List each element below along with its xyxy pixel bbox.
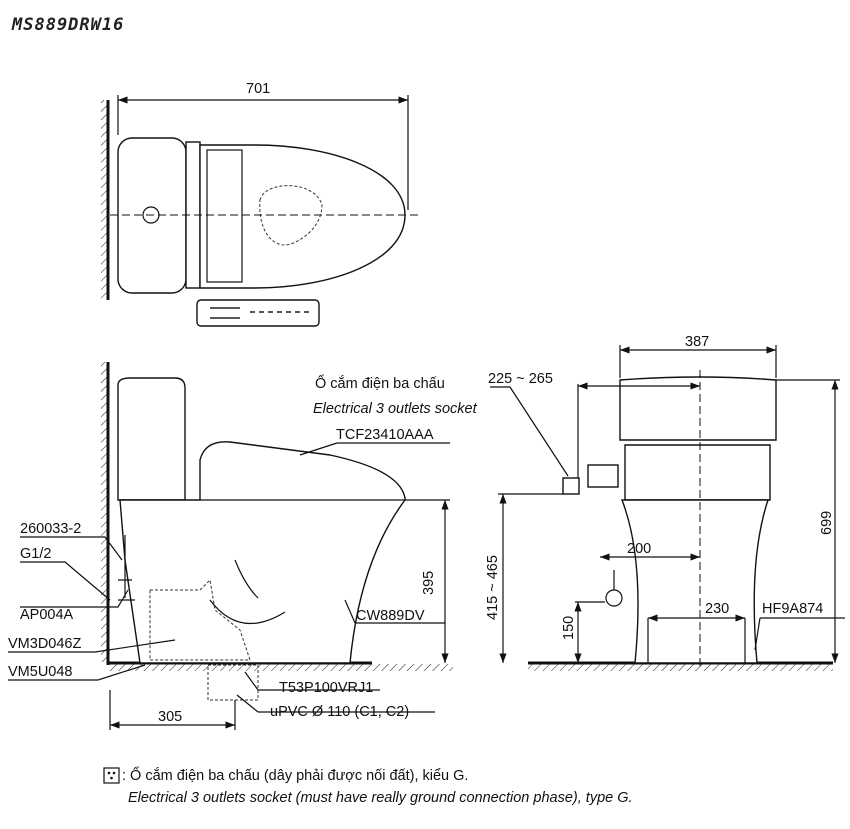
part-hf9a874: HF9A874 — [762, 601, 823, 617]
top-view: 701 — [101, 81, 420, 327]
part-upvc-pipe: uPVC Ø 110 (C1, C2) — [270, 704, 409, 720]
part-vm5u048: VM5U048 — [8, 664, 72, 680]
part-t53p100vrj1: T53P100VRJ1 — [279, 680, 373, 696]
socket-note: : Ổ cắm điện ba chấu (dây phải được nối … — [103, 766, 633, 806]
dim-225-265: 225 ~ 265 — [488, 371, 553, 387]
dim-305: 305 — [158, 709, 182, 725]
dim-230: 230 — [705, 601, 729, 617]
part-tcf23410aaa: TCF23410AAA — [336, 427, 434, 443]
dim-699: 699 — [819, 511, 835, 535]
dim-701: 701 — [246, 81, 270, 97]
dim-387: 387 — [685, 334, 709, 350]
front-view: 387 225 ~ 265 699 415 ~ 465 200 150 230 … — [313, 334, 845, 671]
dim-200: 200 — [627, 541, 651, 557]
part-g1-2: G1/2 — [20, 546, 51, 562]
socket-icon — [103, 767, 120, 784]
dim-150: 150 — [561, 616, 577, 640]
side-view: 395 305 260033-2 G1/2 AP004A VM3D046Z VM… — [8, 362, 453, 730]
part-vm3d046z: VM3D046Z — [8, 636, 81, 652]
note-line-vi: : Ổ cắm điện ba chấu (dây phải được nối … — [122, 766, 468, 784]
part-cw889dv: CW889DV — [356, 608, 425, 624]
model-title: MS889DRW16 — [11, 15, 124, 35]
dim-415-465: 415 ~ 465 — [485, 555, 501, 620]
socket-label-vi: Ổ cắm điện ba chấu — [315, 374, 445, 392]
socket-label-en: Electrical 3 outlets socket — [313, 401, 478, 417]
part-ap004a: AP004A — [20, 607, 74, 623]
part-260033-2: 260033-2 — [20, 521, 81, 537]
note-line-en: Electrical 3 outlets socket (must have r… — [128, 790, 633, 806]
dim-395: 395 — [421, 571, 437, 595]
